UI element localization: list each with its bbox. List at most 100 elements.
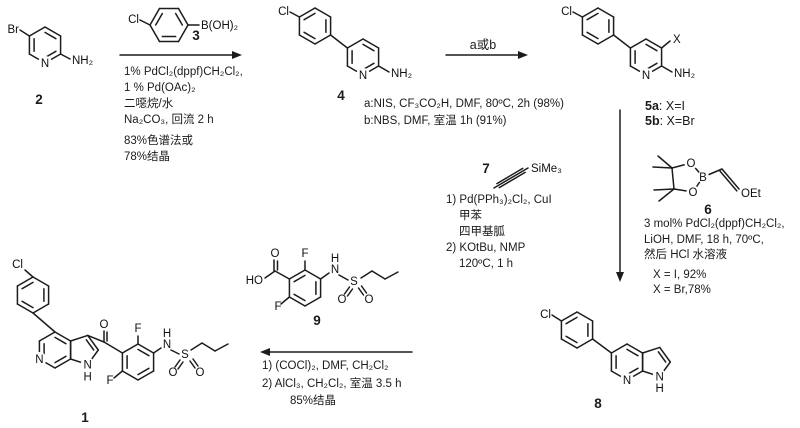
- structure-2: N NH₂ Br: [8, 24, 93, 70]
- x-substituent: X: [673, 34, 681, 46]
- compound-label-9: 9: [313, 313, 321, 328]
- atom-mask: [32, 352, 47, 366]
- bond: [19, 29, 31, 37]
- condition-line: 1 % Pd(OAc)₂: [124, 82, 196, 94]
- bromo-group: Br: [8, 24, 20, 36]
- bond: [44, 31, 57, 40]
- compound-label-3: 3: [192, 28, 200, 43]
- bond: [21, 300, 34, 309]
- boron: B: [699, 172, 707, 184]
- compound-label-7: 7: [482, 161, 490, 176]
- bond: [652, 166, 673, 169]
- bond: [721, 168, 740, 190]
- amine-group: NH₂: [72, 55, 93, 67]
- condition-line: 83%色谱法或: [124, 135, 194, 147]
- hydroxyl-group: HO: [246, 275, 263, 287]
- bond: [597, 34, 615, 45]
- condition-line: 85%结晶: [290, 395, 337, 407]
- bond: [314, 7, 332, 18]
- bond: [121, 370, 139, 381]
- bond: [177, 361, 184, 370]
- fluoro-group: F: [274, 301, 281, 313]
- structure-3: Cl B(OH)₂: [128, 7, 238, 43]
- nh-hydrogen: H: [656, 383, 664, 395]
- oxygen: O: [689, 187, 698, 199]
- bond: [303, 31, 316, 40]
- chloro-group: Cl: [278, 6, 289, 18]
- bond: [293, 274, 306, 283]
- bond: [357, 287, 365, 296]
- condition-line: 1) (COCl)₂, DMF, CH₂Cl₂: [262, 360, 389, 372]
- sulfonyl-oxygen: O: [365, 294, 374, 306]
- bond: [280, 296, 291, 305]
- bond: [174, 359, 181, 368]
- bond: [289, 11, 301, 18]
- condition-line: 2) AlCl₃, CH₂Cl₂, 室温 3.5 h: [262, 377, 402, 390]
- bond: [626, 343, 644, 354]
- amine-group: NH₂: [674, 68, 695, 80]
- bond: [177, 24, 189, 43]
- bond: [551, 314, 563, 322]
- carbonyl-oxygen: O: [271, 248, 280, 260]
- compound-label-5a: 5a: X=I: [645, 99, 685, 113]
- bond: [152, 347, 162, 354]
- bond: [21, 281, 34, 290]
- bond: [293, 293, 306, 302]
- bond: [346, 38, 364, 49]
- bond: [32, 303, 50, 314]
- bond: [658, 188, 675, 202]
- ring-nitrogen: N: [41, 58, 49, 70]
- bond: [360, 285, 368, 294]
- structure-6: O O B OEt: [652, 155, 762, 202]
- sulfur: S: [181, 349, 189, 361]
- bond: [657, 155, 673, 169]
- bond: [629, 38, 647, 49]
- condition-line: a:NIS, CF₃CO₂H, DMF, 80ºC, 2h (98%): [364, 98, 564, 110]
- bond: [612, 34, 632, 49]
- chloro-group: Cl: [128, 14, 139, 26]
- atom-mask: [652, 369, 667, 384]
- condition-line: 1) Pd(PPh₃)₂Cl₂, CuI: [446, 194, 552, 206]
- bond: [85, 339, 95, 351]
- bond: [657, 351, 667, 363]
- atom-mask: [80, 357, 95, 372]
- arrow-step2-label: a或b: [469, 38, 497, 52]
- sulfonyl-oxygen: O: [338, 294, 347, 306]
- bond: [137, 367, 150, 376]
- structure-4: N NH₂ Cl: [278, 6, 412, 82]
- condition-line: X = I, 92%: [653, 268, 707, 281]
- structure-1: Cl N N H O F F H N S O O: [12, 259, 229, 387]
- bond: [28, 26, 46, 37]
- condition-line: LiOH, DMF, 18 h, 70ºC,: [644, 233, 764, 246]
- bond: [304, 296, 322, 307]
- bond: [362, 43, 375, 52]
- chloro-group: Cl: [540, 309, 551, 321]
- bond: [653, 188, 675, 191]
- bond: [201, 342, 216, 352]
- chloro-group: Cl: [561, 6, 572, 18]
- bond: [360, 270, 373, 279]
- bond: [329, 34, 349, 49]
- bond: [190, 342, 203, 351]
- bond: [343, 286, 351, 295]
- fluoro-group: F: [106, 375, 113, 387]
- bond: [586, 31, 599, 40]
- condition-line: X = Br,78%: [653, 284, 711, 296]
- bond: [496, 167, 524, 185]
- bond: [304, 269, 322, 280]
- chloro-group: Cl: [12, 259, 23, 271]
- bond: [645, 43, 658, 52]
- nh-hydrogen: H: [163, 328, 171, 340]
- structure-5: N NH₂ X Cl: [561, 6, 695, 82]
- conditions-step1: 1% PdCl₂(dppf)CH₂Cl₂, 1 % Pd(OAc)₂ 二噁烷/水…: [124, 64, 243, 165]
- bond: [214, 343, 229, 352]
- bond: [264, 270, 276, 279]
- nh-nitrogen: N: [331, 264, 339, 276]
- atom-mask: [356, 68, 370, 82]
- compound-label-4: 4: [337, 88, 345, 103]
- bond: [16, 303, 34, 314]
- bond: [645, 38, 663, 49]
- nh-hydrogen: H: [84, 372, 92, 384]
- bond: [719, 170, 738, 192]
